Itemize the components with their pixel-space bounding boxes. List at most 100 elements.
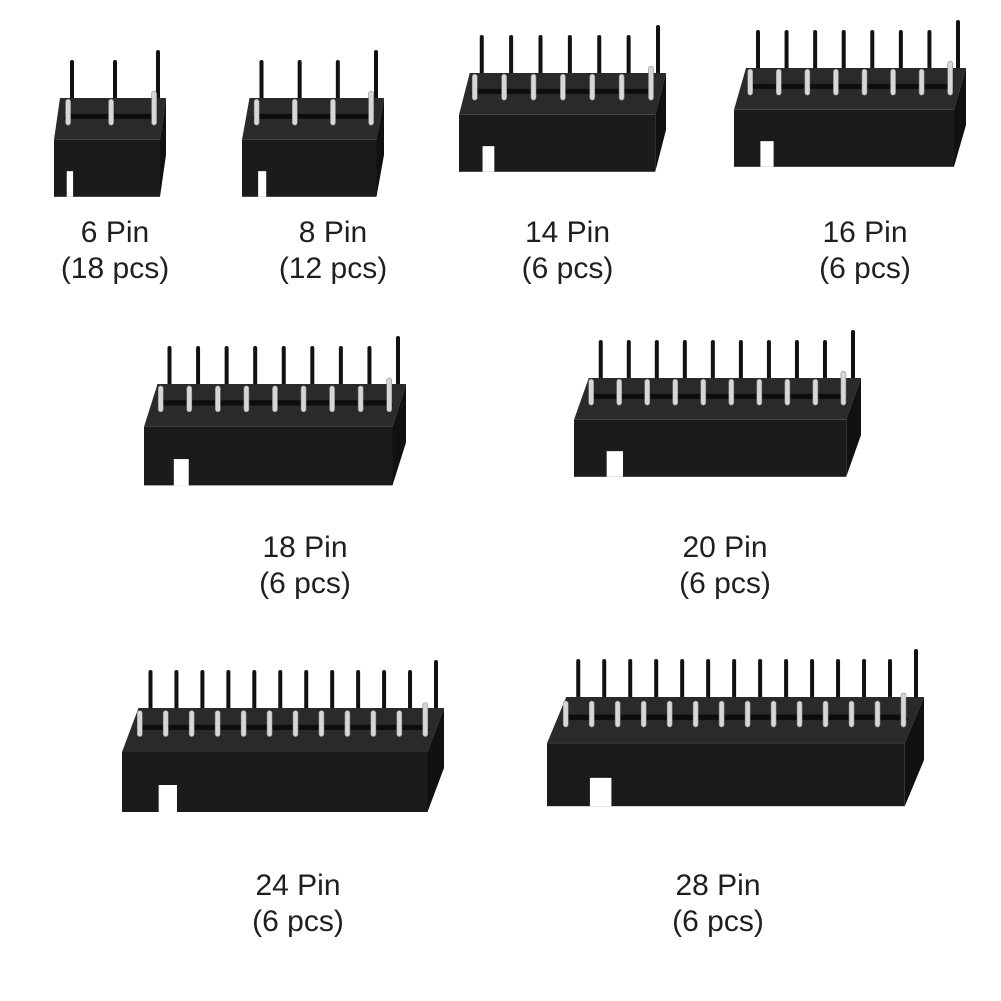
back-pin	[888, 659, 893, 705]
ic-socket-18-pin-image	[144, 336, 406, 486]
front-pin	[848, 700, 855, 728]
front-pin	[861, 68, 868, 96]
pin-count-label: 24 Pin	[255, 869, 341, 902]
socket-item-8-pin: 8 Pin (12 pcs)	[238, 50, 398, 300]
socket-side-face	[392, 384, 406, 486]
ic-socket-14-pin-image	[459, 25, 666, 172]
back-pin	[898, 30, 903, 76]
back-pin	[862, 659, 867, 705]
back-pin	[310, 346, 315, 392]
socket-drawing	[242, 50, 384, 197]
back-pin	[259, 60, 264, 106]
back-pin	[434, 660, 438, 716]
socket-caption: 28 Pin (6 pcs)	[543, 868, 893, 940]
front-pin	[188, 710, 195, 737]
back-pin	[335, 60, 340, 106]
front-pin	[151, 90, 157, 126]
front-pin	[744, 700, 751, 728]
front-pin	[266, 710, 273, 737]
socket-center-slot	[562, 714, 909, 721]
quantity-label: (6 pcs)	[819, 252, 911, 285]
front-pin	[65, 98, 71, 126]
back-pin	[914, 649, 918, 705]
quantity-label: (18 pcs)	[60, 252, 170, 285]
back-pin	[252, 670, 257, 716]
front-pin	[370, 710, 377, 737]
back-pin	[656, 25, 660, 81]
front-pin	[588, 700, 595, 728]
front-pin	[640, 700, 647, 728]
front-pin	[874, 700, 881, 728]
socket-drawing	[547, 649, 924, 807]
front-pin	[644, 378, 651, 406]
front-pin	[718, 700, 725, 728]
socket-notch	[173, 459, 189, 486]
back-pin	[870, 30, 875, 76]
front-pin	[700, 378, 707, 406]
front-pin	[589, 73, 596, 101]
front-pin	[648, 65, 654, 101]
back-pin	[297, 60, 302, 106]
front-pin	[396, 710, 403, 737]
socket-side-face	[904, 697, 924, 807]
ic-socket-6-pin-image	[54, 50, 166, 197]
back-pin	[836, 659, 841, 705]
front-pin	[136, 710, 143, 737]
back-pin	[200, 670, 205, 716]
socket-side-face	[846, 378, 861, 477]
back-pin	[597, 35, 602, 81]
socket-item-20-pin: 20 Pin (6 pcs)	[570, 330, 870, 610]
back-pin	[224, 346, 229, 392]
ic-socket-24-pin-image	[122, 660, 444, 812]
front-pin	[947, 60, 953, 96]
socket-center-slot	[746, 83, 954, 89]
pin-count-label: 6 Pin	[80, 216, 150, 249]
socket-side-face	[655, 73, 666, 172]
back-pin	[851, 330, 855, 386]
socket-caption: 18 Pin (6 pcs)	[140, 530, 470, 602]
front-pin	[386, 377, 393, 413]
front-pin	[344, 710, 351, 737]
front-pin	[215, 385, 221, 413]
back-pin	[253, 346, 258, 392]
back-pin	[167, 346, 172, 392]
back-pin	[810, 659, 815, 705]
back-pin	[113, 60, 117, 106]
back-pin	[927, 30, 932, 76]
back-pin	[567, 35, 572, 81]
socket-notch	[606, 451, 624, 477]
back-pin	[784, 30, 789, 76]
socket-drawing	[144, 336, 406, 486]
front-pin	[618, 73, 625, 101]
socket-caption: 8 Pin (12 pcs)	[238, 215, 428, 287]
socket-item-18-pin: 18 Pin (6 pcs)	[140, 336, 410, 610]
back-pin	[70, 60, 74, 106]
back-pin	[628, 659, 633, 705]
socket-center-slot	[251, 113, 375, 119]
socket-notch	[482, 146, 495, 172]
pin-count-label: 16 Pin	[822, 216, 908, 249]
socket-center-slot	[136, 724, 430, 730]
back-pin	[408, 670, 413, 716]
back-pin	[196, 346, 201, 392]
front-pin	[214, 710, 221, 737]
front-pin	[108, 98, 114, 126]
front-pin	[291, 98, 298, 126]
socket-drawing	[122, 660, 444, 812]
socket-caption: 6 Pin (18 pcs)	[30, 215, 200, 287]
back-pin	[374, 50, 378, 106]
front-pin	[728, 378, 735, 406]
back-pin	[738, 340, 743, 386]
front-pin	[368, 90, 374, 126]
back-pin	[654, 340, 659, 386]
pin-count-label: 8 Pin	[298, 216, 368, 249]
socket-item-28-pin: 28 Pin (6 pcs)	[543, 649, 933, 950]
front-pin	[162, 710, 169, 737]
back-pin	[538, 35, 543, 81]
back-pin	[576, 659, 581, 705]
pin-count-label: 14 Pin	[524, 216, 611, 249]
socket-drawing	[459, 25, 666, 172]
pin-count-label: 28 Pin	[675, 869, 761, 902]
back-pin	[756, 30, 760, 76]
front-pin	[770, 700, 777, 728]
